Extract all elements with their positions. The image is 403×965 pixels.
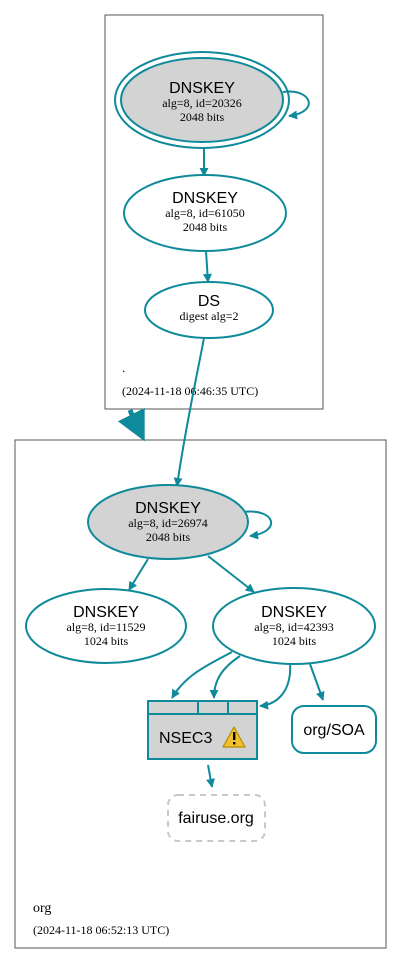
edge-org-ksk-self xyxy=(242,510,272,540)
edge-zsk2-nsec3-a xyxy=(171,651,233,699)
edge-zsk2-nsec3-c xyxy=(259,661,292,710)
root-zsk-line2: 2048 bits xyxy=(183,220,228,234)
root-zsk-line1: alg=8, id=61050 xyxy=(165,206,245,220)
edge-ds-org-ksk xyxy=(173,337,205,487)
root-zsk-title: DNSKEY xyxy=(172,190,238,207)
org-ksk-title: DNSKEY xyxy=(135,500,201,517)
root-ksk-line1: alg=8, id=20326 xyxy=(162,96,242,110)
org-zone-timestamp: (2024-11-18 06:52:13 UTC) xyxy=(33,923,169,937)
warning-icon xyxy=(222,726,246,748)
query-label: fairuse.org xyxy=(178,810,254,827)
soa-node: org/SOA xyxy=(291,705,377,754)
org-ksk-line1: alg=8, id=26974 xyxy=(128,516,208,530)
edge-root-zsk-ds xyxy=(202,250,212,283)
root-zone-timestamp: (2024-11-18 06:46:35 UTC) xyxy=(122,384,258,398)
org-zsk1-line1: alg=8, id=11529 xyxy=(66,620,145,634)
root-zone-box xyxy=(104,14,324,410)
org-zsk2-line1: alg=8, id=42393 xyxy=(254,620,334,634)
org-zsk2-node: DNSKEY alg=8, id=42393 1024 bits xyxy=(212,587,376,665)
root-ksk-node: DNSKEY alg=8, id=20326 2048 bits xyxy=(114,51,290,149)
edge-org-ksk-zsk2 xyxy=(207,555,255,593)
edge-zsk2-nsec3-b xyxy=(209,655,241,699)
org-zone-name: org xyxy=(33,901,51,916)
org-zone-box xyxy=(14,439,387,949)
root-zone-name: . xyxy=(122,360,125,375)
edge-zsk2-soa xyxy=(309,663,325,701)
root-ds-line1: digest alg=2 xyxy=(179,309,238,323)
edge-org-ksk-zsk1 xyxy=(128,558,149,591)
org-zsk2-line2: 1024 bits xyxy=(272,634,317,648)
query-node: fairuse.org xyxy=(167,794,266,842)
delegation-arrow xyxy=(117,407,145,442)
edge-root-ksk-self xyxy=(282,90,310,120)
org-zsk2-title: DNSKEY xyxy=(261,604,327,621)
org-zsk1-line2: 1024 bits xyxy=(84,634,129,648)
org-zsk1-title: DNSKEY xyxy=(73,604,139,621)
org-ksk-line2: 2048 bits xyxy=(146,530,191,544)
edges xyxy=(128,90,325,788)
root-ksk-line2: 2048 bits xyxy=(180,110,225,124)
root-ds-node: DS digest alg=2 xyxy=(144,281,274,339)
edge-nsec3-query xyxy=(206,764,215,788)
org-ksk-node: DNSKEY alg=8, id=26974 2048 bits xyxy=(87,484,249,560)
nsec3-label: NSEC3 xyxy=(159,730,212,747)
nsec3-node: NSEC3 xyxy=(147,700,258,760)
root-ksk-title: DNSKEY xyxy=(169,80,235,97)
root-zsk-node: DNSKEY alg=8, id=61050 2048 bits xyxy=(123,174,287,252)
root-ds-title: DS xyxy=(198,293,220,310)
soa-label: org/SOA xyxy=(303,722,365,739)
org-zsk1-node: DNSKEY alg=8, id=11529 1024 bits xyxy=(25,588,187,664)
